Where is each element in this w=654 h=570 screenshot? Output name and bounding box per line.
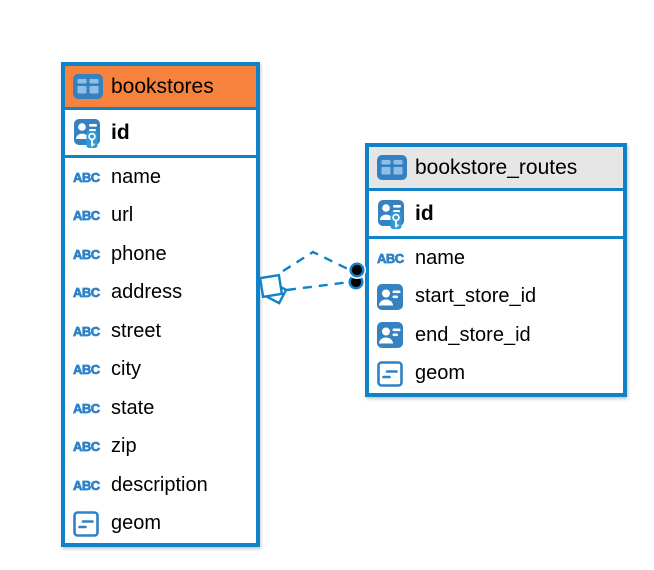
column-name: address bbox=[111, 281, 183, 304]
text-type-icon: ABC bbox=[73, 477, 101, 493]
text-type-icon: ABC bbox=[73, 169, 101, 185]
column-name: geom bbox=[415, 362, 466, 385]
primary-key-row[interactable]: id bbox=[369, 191, 623, 239]
column-row[interactable]: ABC city bbox=[65, 350, 256, 389]
text-type-icon: ABC bbox=[73, 208, 101, 224]
primary-key-name: id bbox=[111, 120, 130, 144]
table-name: bookstores bbox=[111, 74, 214, 98]
column-row[interactable]: ABC name bbox=[65, 158, 256, 197]
primary-key-row[interactable]: id bbox=[65, 110, 256, 158]
column-name: phone bbox=[111, 242, 167, 265]
table-header-bookstore-routes[interactable]: bookstore_routes bbox=[369, 147, 623, 191]
text-type-icon: ABC bbox=[73, 323, 101, 339]
primary-key-icon bbox=[73, 117, 105, 149]
column-row[interactable]: ABC street bbox=[65, 312, 256, 351]
one-end-marker bbox=[348, 261, 366, 290]
column-name: end_store_id bbox=[415, 323, 531, 346]
text-type-icon: ABC bbox=[73, 246, 101, 262]
geometry-type-icon bbox=[377, 360, 409, 387]
column-name: name bbox=[415, 246, 466, 269]
primary-key-name: id bbox=[415, 201, 434, 225]
table-header-bookstores[interactable]: bookstores bbox=[65, 66, 256, 110]
text-type-icon: ABC bbox=[73, 285, 101, 301]
column-name: street bbox=[111, 319, 162, 342]
column-row[interactable]: geom bbox=[65, 504, 256, 543]
geometry-type-icon bbox=[73, 510, 105, 537]
column-row[interactable]: ABC address bbox=[65, 273, 256, 312]
relationship-line-1[interactable] bbox=[282, 250, 353, 273]
table-icon bbox=[377, 155, 409, 180]
text-type-icon: ABC bbox=[377, 250, 405, 266]
text-type-icon: ABC bbox=[73, 362, 101, 378]
table-icon bbox=[73, 74, 105, 99]
column-name: url bbox=[111, 204, 134, 227]
many-end-marker bbox=[258, 273, 288, 305]
column-row[interactable]: geom bbox=[369, 354, 623, 393]
text-type-icon: ABC bbox=[73, 400, 101, 416]
column-row[interactable]: ABC zip bbox=[65, 427, 256, 466]
column-row[interactable]: ABC name bbox=[369, 239, 623, 278]
text-type-icon: ABC bbox=[73, 439, 101, 455]
column-name: description bbox=[111, 473, 208, 496]
column-name: geom bbox=[111, 512, 162, 535]
column-name: name bbox=[111, 165, 162, 188]
relationship-line-2[interactable] bbox=[286, 280, 351, 292]
column-row[interactable]: start_store_id bbox=[369, 277, 623, 316]
column-row[interactable]: end_store_id bbox=[369, 316, 623, 355]
column-row[interactable]: ABC phone bbox=[65, 235, 256, 274]
column-row[interactable]: ABC description bbox=[65, 466, 256, 505]
reference-type-icon bbox=[377, 322, 409, 349]
column-name: start_store_id bbox=[415, 285, 537, 308]
column-name: state bbox=[111, 396, 155, 419]
column-row[interactable]: ABC state bbox=[65, 389, 256, 428]
column-name: zip bbox=[111, 435, 137, 458]
table-node-bookstore-routes[interactable]: bookstore_routes id ABC name start_store_i… bbox=[365, 143, 627, 397]
primary-key-icon bbox=[377, 198, 409, 230]
reference-type-icon bbox=[377, 283, 409, 310]
column-name: city bbox=[111, 358, 141, 381]
table-name: bookstore_routes bbox=[415, 155, 578, 179]
column-row[interactable]: ABC url bbox=[65, 196, 256, 235]
